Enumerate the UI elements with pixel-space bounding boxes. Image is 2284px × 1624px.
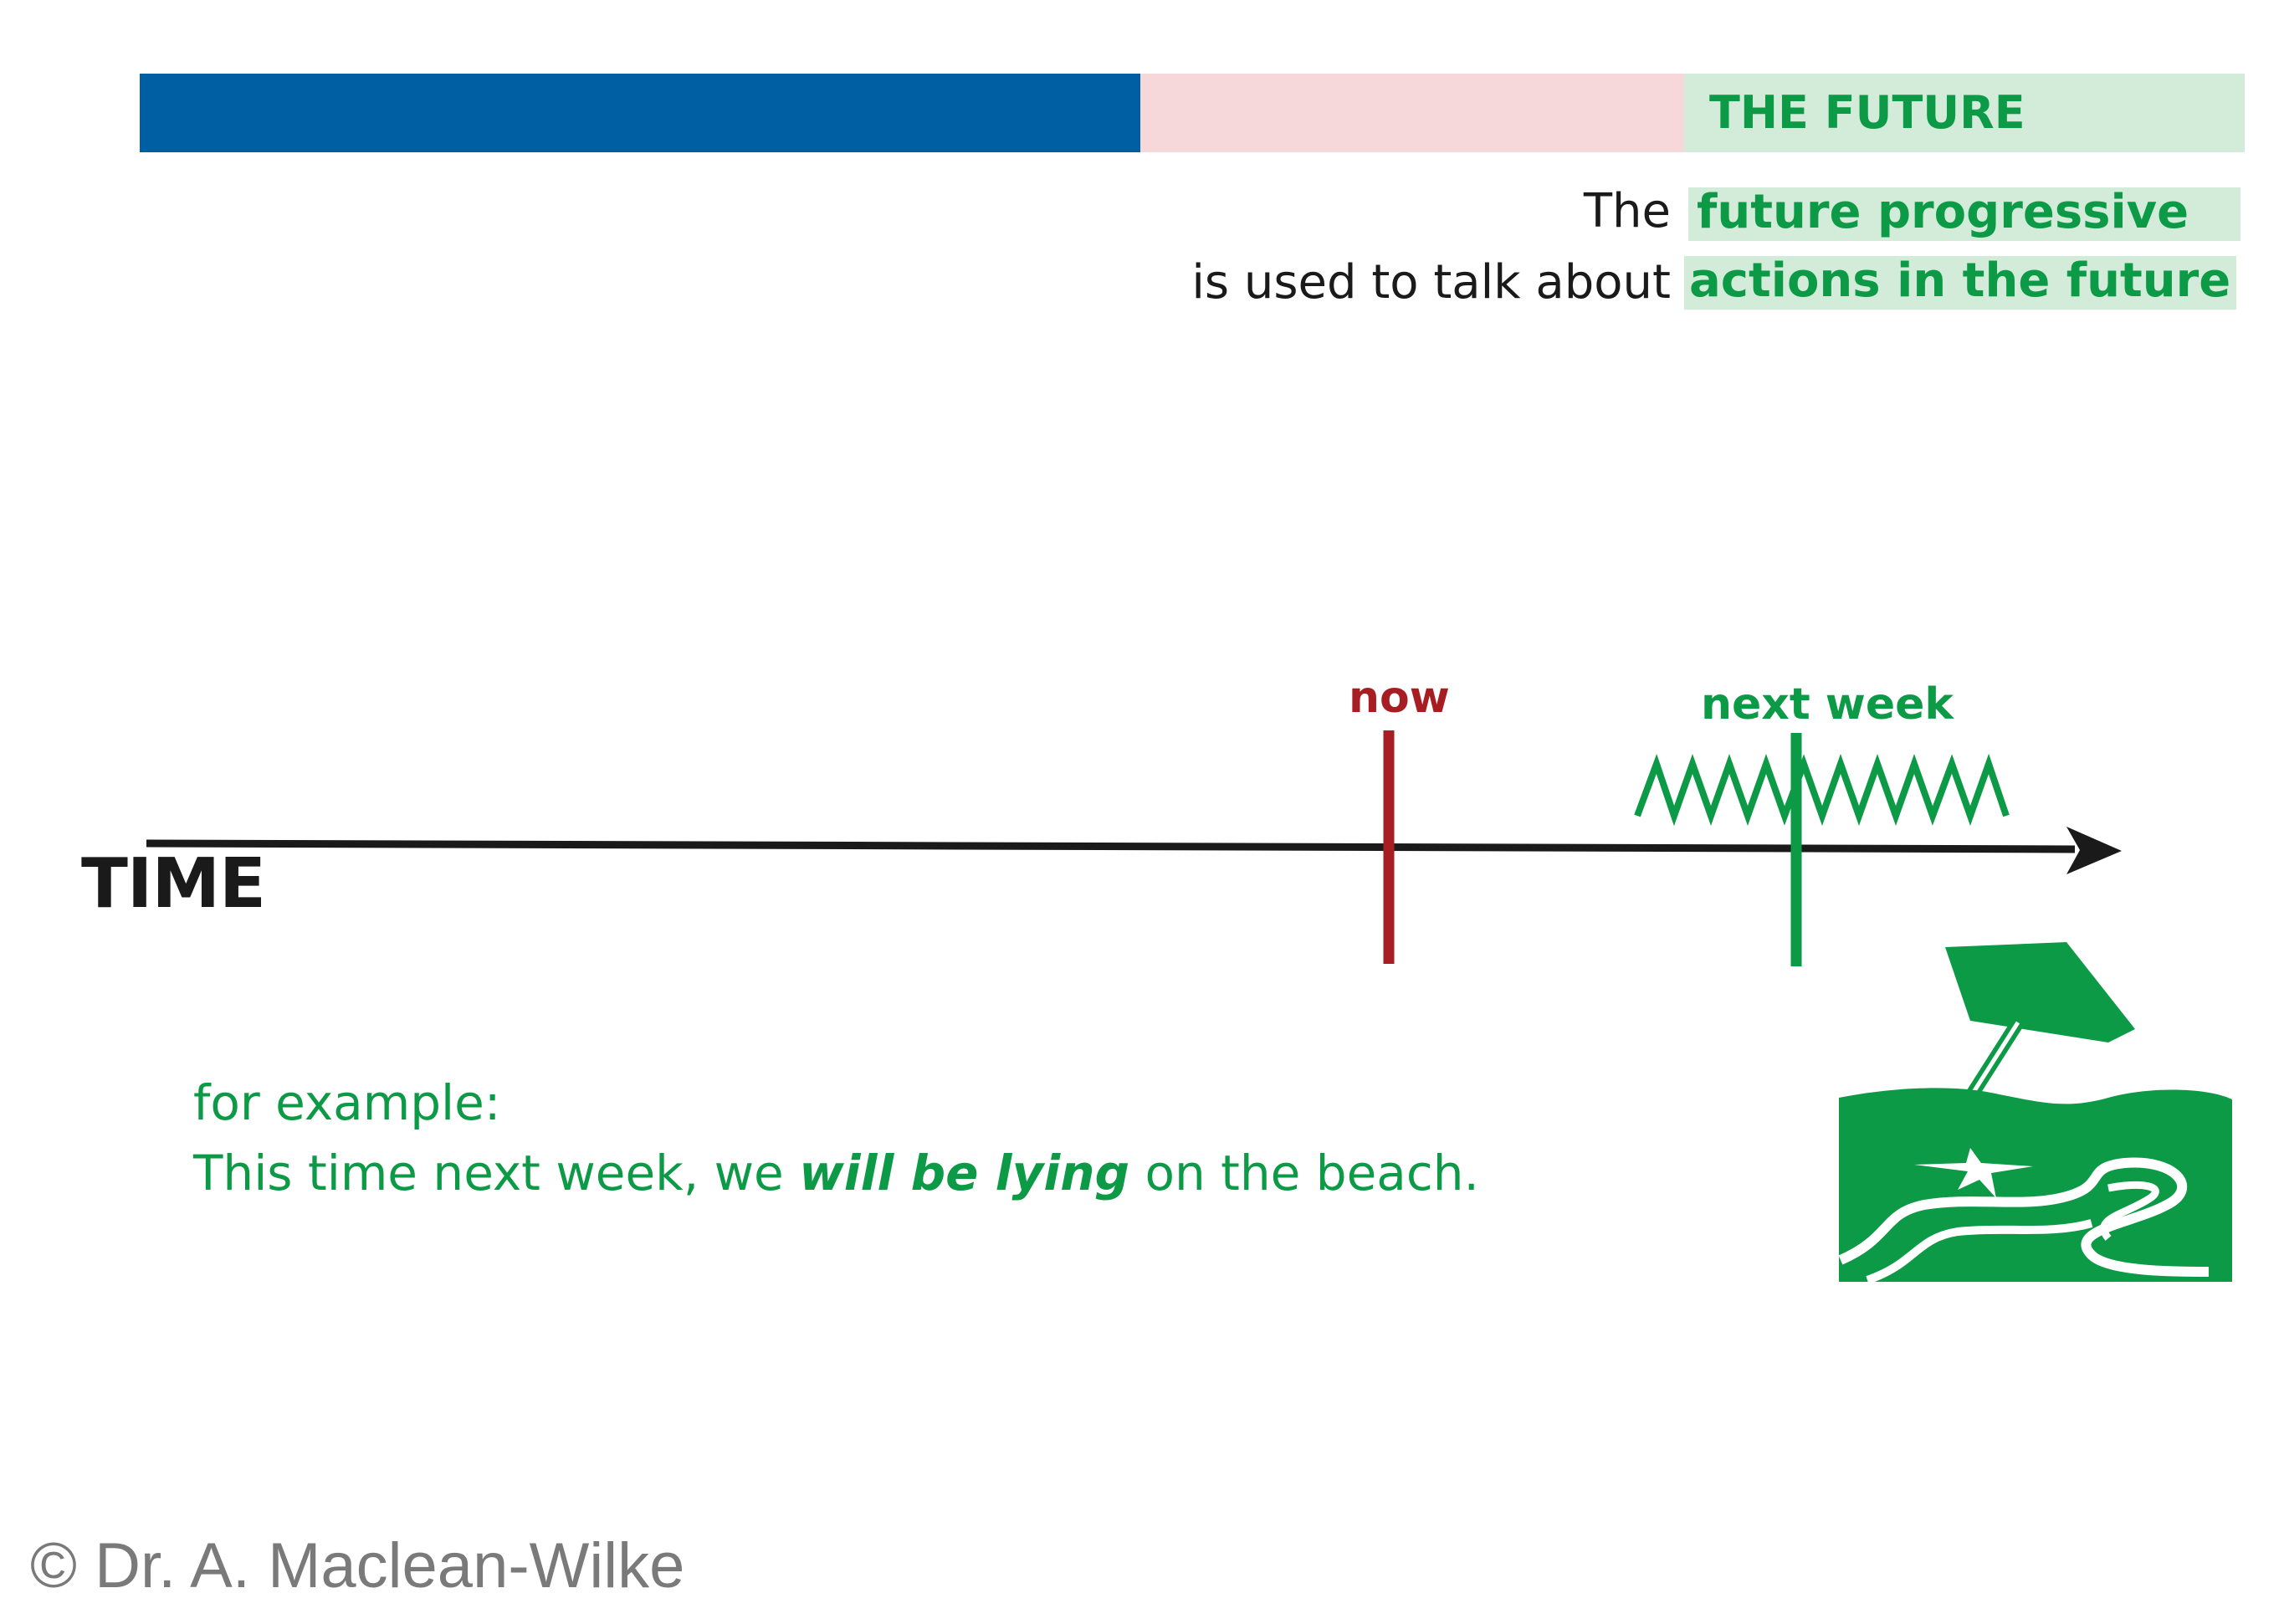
definition-line1-prefix: The — [1583, 184, 1671, 238]
time-axis-line — [146, 839, 2076, 853]
beach-umbrella-icon — [1838, 942, 2232, 1284]
example-sentence-emphasis: will be lying — [799, 1145, 1130, 1201]
definition-line2-prefix: is used to talk about — [1191, 255, 1671, 310]
example-sentence-end: on the beach. — [1129, 1145, 1479, 1201]
definition-line2-highlight-box — [1684, 256, 2236, 310]
example-intro: for example: — [193, 1074, 501, 1131]
future-band-title: THE FUTURE — [1709, 86, 2025, 139]
example-sentence-start: This time next week, we — [193, 1145, 800, 1201]
now-label: now — [1349, 673, 1450, 723]
example-sentence: This time next week, we will be lying on… — [193, 1143, 1479, 1203]
time-axis-arrowhead — [2066, 827, 2122, 874]
past-band — [140, 74, 1140, 152]
next-week-label: next week — [1701, 679, 1954, 730]
future-band — [1684, 74, 2245, 152]
copyright-notice: © Dr. A. Maclean-Wilke — [30, 1530, 685, 1601]
zigzag-activity-icon — [1634, 753, 2010, 827]
time-axis-label: TIME — [81, 844, 266, 924]
present-band — [1140, 74, 1684, 152]
definition-line2-highlight: actions in the future — [1689, 254, 2231, 308]
definition-line1-highlight-box — [1688, 187, 2240, 241]
definition-line1-highlight: future progressive — [1697, 185, 2189, 239]
